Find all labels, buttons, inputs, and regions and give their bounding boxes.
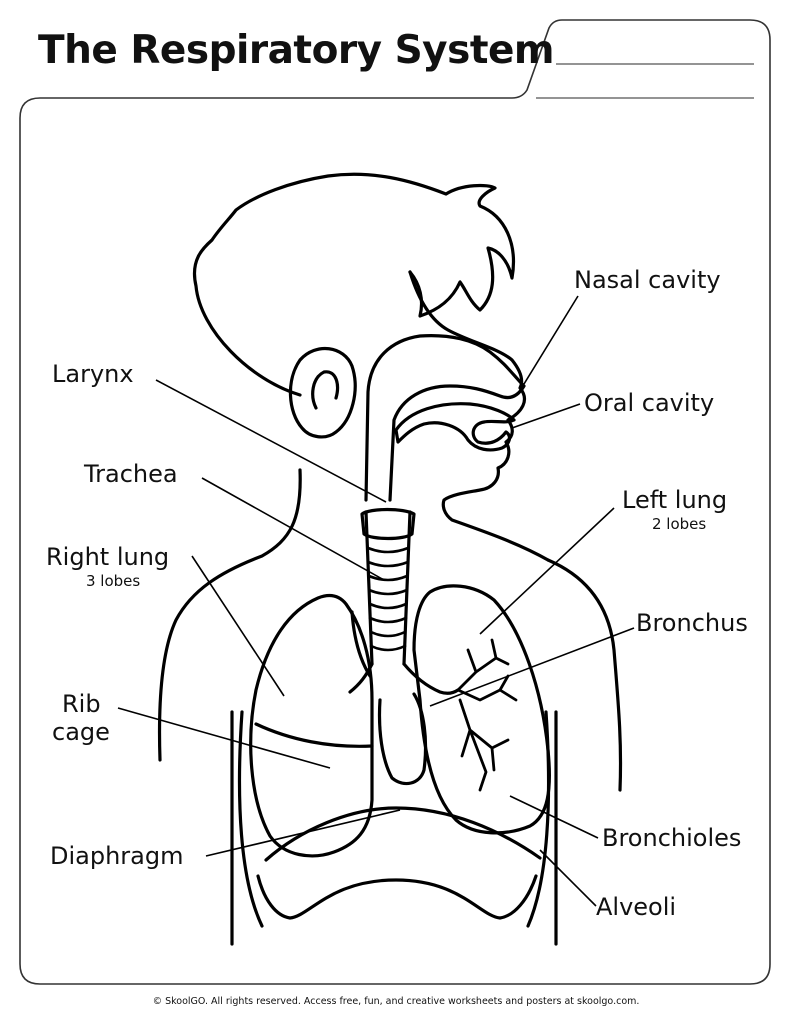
heart-shape bbox=[377, 692, 428, 786]
label-left-lung: Left lung bbox=[622, 486, 728, 514]
right-shoulder bbox=[546, 558, 623, 792]
oral-cavity-shape bbox=[394, 402, 516, 452]
leader-bronchioles bbox=[509, 795, 599, 839]
leader-diaphragm bbox=[205, 809, 401, 857]
leader-rib-cage bbox=[117, 707, 331, 769]
rib-cage-right-inner bbox=[526, 710, 551, 928]
label-trachea: Trachea bbox=[84, 460, 178, 488]
copyright-footer: © SkoolGO. All rights reserved. Access f… bbox=[152, 996, 640, 1007]
left-neck-shoulder bbox=[157, 468, 302, 762]
label-oral-cavity: Oral cavity bbox=[584, 389, 715, 417]
bronchiole-tree bbox=[456, 638, 518, 792]
larynx-shape bbox=[360, 507, 416, 541]
leader-alveoli bbox=[539, 849, 597, 907]
right-lung-fissure bbox=[254, 722, 374, 748]
leader-right-lung bbox=[191, 555, 285, 697]
label-larynx: Larynx bbox=[52, 360, 134, 388]
airway-outer bbox=[364, 334, 526, 502]
ear-outline bbox=[288, 346, 357, 439]
diaphragm-lower bbox=[256, 874, 538, 920]
label-rib-cage-line1: Rib bbox=[62, 690, 101, 718]
label-nasal-cavity: Nasal cavity bbox=[574, 266, 721, 294]
page-border bbox=[19, 19, 771, 985]
right-lung-fissure2 bbox=[350, 610, 372, 678]
label-bronchus: Bronchus bbox=[636, 609, 748, 637]
label-diaphragm: Diaphragm bbox=[50, 842, 184, 870]
body-illustration bbox=[157, 172, 623, 946]
label-bronchioles: Bronchioles bbox=[602, 824, 742, 852]
label-right-lung-lobes: 3 lobes bbox=[86, 572, 141, 590]
hair-outline bbox=[192, 172, 515, 397]
leader-left-lung bbox=[479, 507, 615, 635]
leader-nasal-cavity bbox=[523, 295, 579, 385]
diaphragm-upper bbox=[264, 806, 542, 862]
label-rib-cage-line2: cage bbox=[52, 718, 110, 746]
trachea-rings bbox=[366, 546, 410, 652]
left-lung-outline bbox=[412, 584, 551, 835]
leader-oral-cavity bbox=[511, 403, 581, 429]
head-face bbox=[408, 270, 550, 562]
label-alveoli: Alveoli bbox=[596, 893, 677, 921]
label-right-lung: Right lung bbox=[46, 543, 170, 571]
leader-lines bbox=[117, 295, 635, 907]
label-left-lung-lobes: 2 lobes bbox=[652, 515, 707, 533]
leader-bronchus bbox=[429, 627, 635, 707]
leader-trachea bbox=[201, 477, 385, 581]
ear-inner bbox=[311, 370, 340, 410]
leader-larynx bbox=[155, 379, 387, 503]
page-title: The Respiratory System bbox=[38, 28, 555, 73]
rib-cage-left-inner bbox=[237, 710, 264, 928]
